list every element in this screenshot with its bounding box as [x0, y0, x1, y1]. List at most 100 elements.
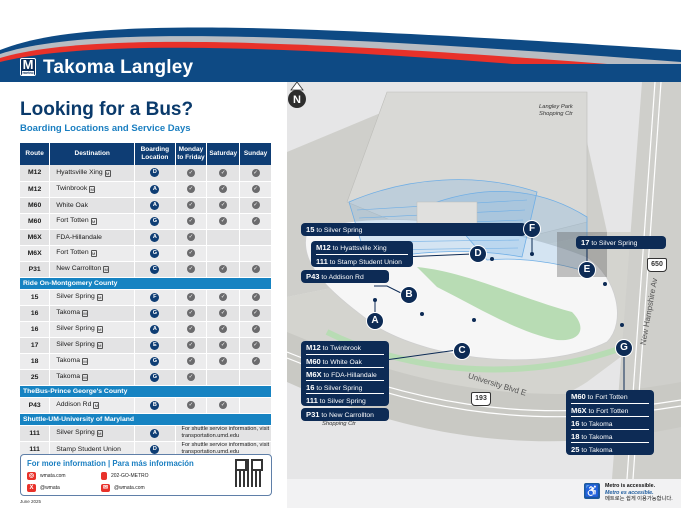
route-cell: M12: [20, 181, 51, 198]
check-icon: ✓: [186, 357, 195, 365]
service-note-cell: For shuttle service information, visit t…: [175, 425, 273, 442]
saturday-cell: [206, 369, 241, 386]
saturday-cell: ✓: [206, 305, 241, 322]
info-email[interactable]: ✉ @wmata.com: [101, 484, 145, 492]
metro-station-icon: M: [96, 294, 103, 301]
publish-date: June 2025: [20, 499, 42, 504]
check-icon: ✓: [251, 341, 260, 349]
sunday-cell: ✓: [239, 321, 272, 338]
globe-icon: ◎: [27, 472, 36, 480]
boarding-location-badge: F: [150, 292, 160, 302]
boarding-location-badge: A: [150, 200, 160, 210]
stop-marker-a[interactable]: A: [366, 312, 384, 330]
saturday-cell: ✓: [206, 197, 241, 214]
boarding-cell: G: [134, 245, 176, 262]
svg-text:N: N: [293, 94, 301, 106]
weekday-cell: ✓: [175, 305, 208, 322]
sunday-cell: ✓: [239, 337, 272, 354]
check-icon: ✓: [219, 265, 228, 273]
stop-marker-d[interactable]: D: [469, 245, 487, 263]
saturday-cell: ✓: [206, 165, 241, 182]
stop-marker-g[interactable]: G: [615, 339, 633, 357]
section-header-row: Shuttle-UM-University of Maryland: [20, 413, 272, 426]
check-icon: ✓: [219, 309, 228, 317]
sunday-cell: ✓: [239, 289, 272, 306]
check-icon: ✓: [186, 265, 195, 273]
boarding-location-badge: D: [150, 168, 160, 178]
weekday-cell: ✓: [175, 229, 208, 246]
col-weekday: Monday to Friday: [175, 143, 208, 165]
metro-station-icon: M: [104, 169, 111, 177]
check-icon: ✓: [219, 401, 228, 409]
page-title: Looking for a Bus?: [20, 99, 194, 120]
col-sunday: Sunday: [239, 143, 272, 165]
route-cell: M60: [20, 197, 51, 214]
callout-stop-g: M60 to Fort Totten M6X to Fort Totten 16…: [566, 390, 654, 455]
qr-code[interactable]: [235, 459, 263, 487]
boarding-location-badge: B: [150, 400, 160, 410]
weekday-cell: ✓: [175, 197, 208, 214]
check-icon: ✓: [251, 309, 260, 317]
check-icon: ✓: [186, 233, 195, 241]
sunday-cell: ✓: [239, 353, 272, 370]
boarding-cell: A: [134, 321, 176, 338]
route-cell: 18: [20, 353, 51, 370]
header-swoosh: [0, 27, 681, 82]
sunday-cell: [239, 229, 272, 246]
stop-marker-c[interactable]: C: [453, 342, 471, 360]
accessibility-band: ♿ Metro is accessible. Metro es accesibl…: [287, 479, 681, 508]
route-cell: P31: [20, 261, 51, 278]
sunday-cell: ✓: [239, 197, 272, 214]
metro-station-icon: M: [82, 374, 89, 381]
stop-marker-f[interactable]: F: [523, 220, 541, 238]
check-icon: ✓: [186, 185, 195, 193]
stop-marker-e[interactable]: E: [578, 261, 596, 279]
sunday-cell: ✓: [239, 213, 272, 230]
weekday-cell: ✓: [175, 337, 208, 354]
col-boarding: Boarding Location: [134, 143, 176, 165]
route-cell: M6X: [20, 229, 51, 246]
boarding-location-badge: G: [150, 356, 160, 366]
boarding-cell: A: [134, 229, 176, 246]
north-arrow-icon: N: [288, 82, 306, 108]
info-website[interactable]: ◎ wmata.com: [27, 472, 66, 480]
check-icon: ✓: [251, 201, 260, 209]
boarding-location-badge: A: [150, 324, 160, 334]
route-cell: 16: [20, 321, 51, 338]
info-phone[interactable]: 202-GO-METRO: [101, 472, 149, 480]
weekday-cell: ✓: [175, 397, 208, 414]
boarding-location-badge: G: [150, 308, 160, 318]
metro-station-icon: M: [96, 326, 103, 333]
callout-stop-b: P43 to Addison Rd: [301, 270, 389, 283]
page-subtitle: Boarding Locations and Service Days: [20, 123, 191, 134]
info-x-social[interactable]: X @wmata: [27, 484, 60, 492]
metro-station-icon: M: [96, 430, 103, 437]
phone-icon: [101, 472, 107, 480]
check-icon: ✓: [186, 201, 195, 209]
sunday-cell: ✓: [239, 165, 272, 182]
stop-marker-b[interactable]: B: [400, 286, 418, 304]
email-icon: ✉: [101, 484, 110, 492]
check-icon: ✓: [219, 293, 228, 301]
section-header-row: Ride On-Montgomery County: [20, 277, 272, 290]
route-193-shield: 193: [471, 392, 491, 406]
weekday-cell: ✓: [175, 165, 208, 182]
section-label: Shuttle-UM-University of Maryland: [20, 413, 272, 426]
check-icon: ✓: [251, 168, 260, 177]
bus-info-panel: Looking for a Bus? Boarding Locations an…: [0, 82, 287, 508]
